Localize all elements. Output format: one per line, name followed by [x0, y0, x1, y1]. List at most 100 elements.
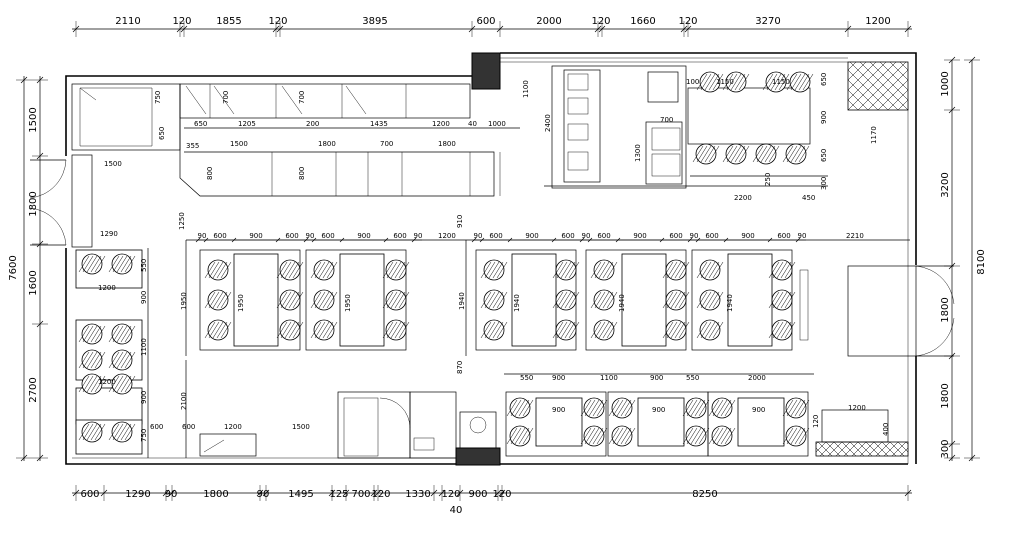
dim-label: 1150 — [716, 78, 734, 86]
dim-label: 1200 — [98, 378, 116, 386]
row-dim-label: 600 — [777, 232, 790, 240]
dim-label: 1800 — [318, 140, 336, 148]
row-dim-label: 600 — [213, 232, 226, 240]
dim-label: 1950 — [344, 294, 352, 312]
hatch-line — [817, 441, 833, 457]
bottom-dim-6: 1495 — [288, 489, 313, 500]
dim-label: 1100 — [522, 80, 530, 98]
top-dim-4: 120 — [268, 16, 287, 27]
dim-label: 1150 — [772, 78, 790, 86]
hatch-line — [847, 61, 867, 81]
top-dim-12: 1200 — [865, 16, 890, 27]
chair — [108, 349, 136, 371]
bottom-dim-9: 120 — [371, 489, 390, 500]
dim-tick — [339, 237, 345, 243]
bottom-dim-4: 1800 — [203, 489, 228, 500]
dim-tick — [203, 237, 209, 243]
chair — [78, 349, 106, 371]
hatch-line — [847, 61, 877, 91]
right-dim-3: 1800 — [940, 297, 951, 322]
chair — [204, 289, 232, 311]
chair — [276, 319, 304, 341]
top-left-counter-area — [71, 83, 520, 197]
chair — [78, 323, 106, 345]
hatch-line — [899, 61, 909, 71]
chair — [480, 259, 508, 281]
left-dim-3: 1600 — [28, 270, 39, 295]
chair — [108, 421, 136, 443]
table — [339, 253, 385, 347]
dim-label: 1940 — [618, 294, 626, 312]
chair — [276, 259, 304, 281]
chair — [590, 319, 618, 341]
chair — [590, 259, 618, 281]
hatch-line — [815, 441, 827, 453]
dim-tick — [795, 237, 801, 243]
row-dim-label: 600 — [669, 232, 682, 240]
row-dim-label: 600 — [705, 232, 718, 240]
chair — [608, 425, 636, 447]
hatch-line — [847, 61, 887, 101]
chair — [768, 319, 796, 341]
dim-label: 1170 — [870, 126, 878, 144]
door-right-entrance — [847, 265, 955, 357]
chair — [608, 397, 636, 419]
door-left-entrance — [29, 154, 93, 248]
chair — [708, 425, 736, 447]
bottom-dim-1: 600 — [80, 489, 99, 500]
chair — [786, 71, 814, 93]
dim-label: 450 — [802, 194, 815, 202]
chair — [78, 253, 106, 275]
dim-tick — [479, 237, 485, 243]
dim-tick — [231, 237, 237, 243]
right-dim-5: 300 — [940, 439, 951, 458]
dim-tick — [471, 237, 477, 243]
dim-tick — [767, 237, 773, 243]
chair — [310, 289, 338, 311]
chair — [662, 259, 690, 281]
row-dim-label: 90 — [306, 232, 315, 240]
dim-label: 1200 — [432, 120, 450, 128]
dim-label: 900 — [140, 291, 148, 304]
chair — [382, 259, 410, 281]
dim-label: 1200 — [98, 284, 116, 292]
chair — [696, 319, 724, 341]
table — [535, 397, 583, 447]
chair — [662, 319, 690, 341]
chair — [108, 323, 136, 345]
dim-label: 900 — [652, 406, 665, 414]
dim-label: 300 — [820, 177, 828, 190]
dim-label: 650 — [820, 149, 828, 162]
right-total-dim: 8100 — [976, 249, 987, 274]
top-dim-10: 120 — [678, 16, 697, 27]
hatch-line — [833, 441, 849, 457]
bottom-dim-extra: 40 — [450, 505, 463, 516]
dim-label: 550 — [520, 374, 533, 382]
dim-label: 800 — [206, 167, 214, 180]
dim-label: 910 — [456, 215, 464, 228]
bottom-dim-3: 90 — [165, 489, 178, 500]
row-dim-label: 600 — [561, 232, 574, 240]
table — [75, 387, 143, 425]
dim-label: 200 — [306, 120, 319, 128]
restroom-area — [199, 391, 889, 459]
dim-label: 700 — [660, 116, 673, 124]
dim-label: 1500 — [104, 160, 122, 168]
chair — [506, 397, 534, 419]
hatch-line — [875, 441, 891, 457]
dim-label: 600 — [150, 423, 163, 431]
row-dim-label: 90 — [582, 232, 591, 240]
chair — [782, 425, 810, 447]
dim-label: 100 — [686, 78, 699, 86]
dim-label: 700 — [380, 140, 393, 148]
dim-label: 600 — [182, 423, 195, 431]
hatch-line — [889, 61, 909, 81]
chair — [768, 259, 796, 281]
chair — [310, 319, 338, 341]
dim-label: 40 — [468, 120, 477, 128]
hatch-line — [825, 441, 841, 457]
chair — [552, 259, 580, 281]
top-dim-1: 2110 — [115, 16, 140, 27]
chair — [692, 143, 720, 165]
